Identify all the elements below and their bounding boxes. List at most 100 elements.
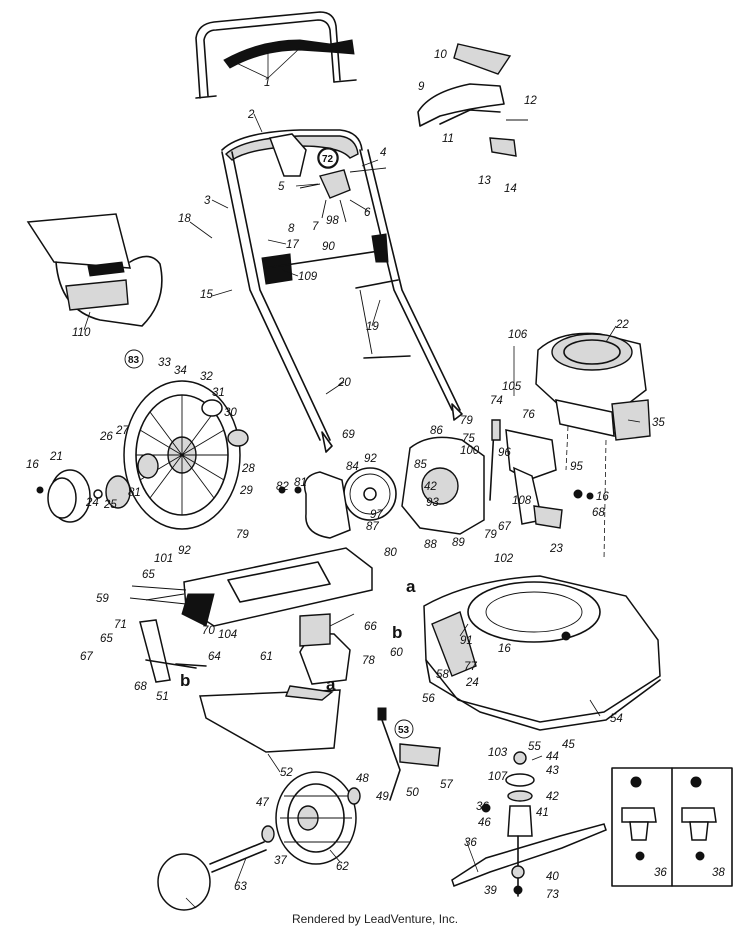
part-label: 102	[494, 553, 514, 565]
letter-callouts: a b a b	[180, 577, 416, 694]
part-label: 55	[528, 741, 541, 753]
part-label: 82	[276, 481, 289, 493]
part-label: 65	[100, 633, 113, 645]
part-label: 95	[570, 461, 583, 473]
part-label: 86	[430, 425, 443, 437]
footer-credit: Rendered by LeadVenture, Inc.	[291, 912, 459, 926]
part-label: 41	[536, 807, 549, 819]
spindle-inset-drawing	[611, 767, 733, 887]
part-label: 103	[488, 747, 508, 759]
part-label: 56	[422, 693, 435, 705]
part-label: 60	[390, 647, 403, 659]
part-label: 39	[484, 885, 497, 897]
part-label: 62	[336, 861, 349, 873]
mower-deck-drawing	[423, 575, 661, 731]
part-label: 63	[234, 881, 247, 893]
part-label: 37	[274, 855, 287, 867]
part-label: 8	[288, 223, 295, 235]
lower-handle-drawing	[221, 129, 463, 453]
part-label: 54	[610, 713, 623, 725]
part-label: 30	[224, 407, 237, 419]
part-label: 89	[452, 537, 465, 549]
part-label: 58	[436, 669, 449, 681]
part-label: 75	[462, 433, 475, 445]
part-label: 67	[80, 651, 93, 663]
part-label: 100	[460, 445, 480, 457]
part-label: 36	[464, 837, 477, 849]
part-label: 1	[276, 41, 282, 53]
part-label: 68	[592, 507, 605, 519]
part-label: 61	[260, 651, 273, 663]
circled-label-83: 83	[128, 355, 140, 366]
part-label: 71	[114, 619, 127, 631]
rear-chute-drawing	[26, 213, 163, 327]
part-number-labels: 1 1 2 3 4 5 6 7 8 90 98 10 9 12 11 13 14…	[26, 41, 725, 901]
part-label: 3	[204, 195, 211, 207]
part-label: 79	[460, 415, 473, 427]
part-label: 70	[202, 625, 215, 637]
circled-label-53: 53	[398, 725, 410, 736]
part-label: 77	[464, 661, 477, 673]
part-label: 96	[498, 447, 511, 459]
part-label: 16	[596, 491, 609, 503]
hub-cap-drawing	[36, 469, 131, 523]
part-label: 105	[502, 381, 522, 393]
part-label: 65	[142, 569, 155, 581]
part-label: 66	[364, 621, 377, 633]
part-label: 33	[158, 357, 171, 369]
bail-bracket-drawing	[417, 43, 528, 157]
part-label: 101	[154, 553, 173, 565]
part-label: 88	[424, 539, 437, 551]
part-label: 10	[434, 49, 447, 61]
part-label: 87	[366, 521, 379, 533]
part-label: 2	[247, 109, 255, 121]
part-label: 84	[346, 461, 359, 473]
part-label: 107	[488, 771, 508, 783]
part-label: 69	[342, 429, 355, 441]
letter-callout-a: a	[406, 577, 416, 596]
part-label: 40	[546, 871, 559, 883]
part-label: 93	[426, 497, 439, 509]
part-label: 14	[504, 183, 517, 195]
part-label: 91	[460, 635, 473, 647]
part-label: 106	[508, 329, 528, 341]
part-label: 24	[85, 497, 99, 509]
part-label: 11	[442, 133, 454, 145]
part-label: 52	[280, 767, 293, 779]
part-label: 68	[134, 681, 147, 693]
wheel-cap-drawing	[157, 825, 275, 911]
part-label: 34	[174, 365, 187, 377]
part-label: 57	[440, 779, 453, 791]
part-label: 67	[498, 521, 511, 533]
part-label: 23	[549, 543, 563, 555]
part-label: 9	[418, 81, 425, 93]
circled-label-72: 72	[322, 154, 334, 165]
part-label: 15	[200, 289, 213, 301]
part-label: 81	[128, 487, 141, 499]
part-label: 20	[337, 377, 351, 389]
part-label: 97	[370, 509, 383, 521]
part-label: 46	[478, 817, 491, 829]
part-label: 45	[562, 739, 575, 751]
blade-spindle-drawing	[451, 751, 607, 897]
part-label: 17	[286, 239, 299, 251]
part-label: 90	[322, 241, 335, 253]
part-label: 38	[712, 867, 725, 879]
part-label: 16	[498, 643, 511, 655]
part-label: 42	[546, 791, 559, 803]
part-label: 5	[278, 181, 285, 193]
part-label: 12	[524, 95, 537, 107]
circled-labels: 72 83 53	[124, 148, 414, 739]
drive-wheel-drawing	[123, 380, 249, 530]
part-label: 80	[384, 547, 397, 559]
upper-handle-drawing	[195, 11, 357, 99]
part-label: 29	[239, 485, 253, 497]
part-label: 13	[478, 175, 491, 187]
part-label: 104	[218, 629, 237, 641]
part-label: 32	[200, 371, 213, 383]
front-wheel-drawing	[275, 771, 357, 865]
part-label: 78	[362, 655, 375, 667]
part-label: 42	[424, 481, 437, 493]
part-label: 59	[96, 593, 109, 605]
